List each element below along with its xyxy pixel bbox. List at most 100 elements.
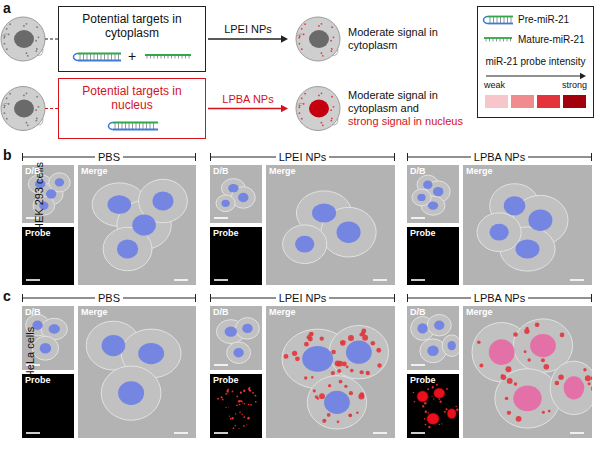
micrograph-panel: Merge: [78, 306, 196, 438]
nucleus-signal: [427, 414, 438, 424]
cell-nucleus: [309, 30, 329, 48]
bracket-tick: [394, 294, 395, 302]
nucleus-signal: [417, 391, 427, 401]
cell-dot: [6, 118, 8, 120]
probe-dot: [560, 333, 565, 338]
probe-ground: [22, 227, 74, 285]
nucleus: [228, 184, 238, 192]
dashed-leader: [45, 108, 58, 109]
base-pair: [80, 54, 81, 60]
nucleus: [324, 391, 350, 414]
probe-dot: [414, 401, 416, 403]
base-pair: [146, 123, 147, 129]
probe-dot: [424, 418, 425, 419]
cell-dot: [304, 23, 306, 25]
dashed-leader: [45, 39, 58, 40]
scale-bar: [570, 432, 584, 434]
strand: [78, 53, 121, 55]
cell-dot: [331, 96, 333, 98]
probe-dot: [337, 421, 340, 424]
probe-dot: [236, 404, 238, 406]
micrograph: [78, 306, 196, 438]
scale-bar: [373, 432, 387, 434]
bracket-tick: [407, 153, 408, 161]
probe-dot: [220, 396, 222, 398]
nucleus: [40, 343, 51, 353]
probe-dot: [307, 335, 311, 339]
probe-dot: [524, 350, 527, 353]
cell-dot: [301, 28, 303, 30]
cell-dot: [23, 25, 25, 27]
cell-dot: [26, 23, 28, 25]
probe-dot: [254, 395, 256, 397]
probe-dot: [591, 386, 592, 392]
cell-dot: [303, 33, 305, 35]
probe-dot: [358, 394, 364, 400]
probe-ground: [407, 374, 459, 438]
cell-outline: [329, 325, 388, 378]
process-arrow: [208, 108, 282, 109]
nucleus: [417, 323, 427, 333]
probe-dot: [229, 415, 230, 416]
probe-dot: [311, 376, 313, 378]
bracket-tick: [210, 153, 211, 161]
cell-dot: [6, 97, 8, 99]
nucleus: [35, 180, 45, 188]
probe-dot: [425, 411, 427, 413]
base-pair: [143, 123, 144, 129]
cell-dot: [36, 117, 38, 119]
nucleus-signal: [434, 389, 444, 398]
probe-dot: [247, 417, 249, 419]
micrograph: [78, 165, 196, 285]
base-pair: [125, 123, 126, 129]
cell-outline: [427, 314, 451, 336]
base-pair: [136, 123, 137, 129]
cell-outline: [227, 342, 251, 364]
strand: [484, 37, 512, 39]
cell-dot: [26, 122, 28, 124]
micrograph-panel: Merge: [266, 306, 395, 438]
bracket-tick: [22, 153, 23, 161]
probe-dot: [230, 418, 231, 419]
dic-ground: [22, 165, 74, 223]
probe-dot: [350, 369, 354, 373]
probe-dot: [441, 423, 442, 424]
micrograph-panel: D/B: [210, 165, 262, 223]
probe-dot: [585, 375, 591, 381]
cell-outline: [32, 336, 58, 360]
cell-dot: [26, 52, 28, 54]
cell-outline: [495, 369, 560, 428]
probe-dot: [246, 424, 247, 425]
probe-dot: [243, 389, 245, 391]
cell-dot: [299, 105, 301, 107]
result-note: Moderate signal in cytoplasm and: [348, 89, 472, 115]
probe-dot: [516, 416, 522, 422]
cell-dot: [322, 124, 324, 126]
cell-nucleus: [14, 30, 34, 48]
probe-dot: [242, 402, 243, 403]
nucleus: [490, 224, 509, 241]
micrograph: [463, 165, 592, 285]
nucleus: [117, 240, 138, 259]
probe-dot: [331, 350, 335, 354]
cell-body: [1, 17, 45, 61]
micrograph-panel: Merge: [266, 165, 395, 285]
probe-dot: [558, 374, 563, 379]
panel-tag: Merge: [269, 166, 296, 177]
base-pair: [500, 17, 501, 23]
probe-dot: [340, 340, 346, 346]
cell-dot: [8, 33, 10, 35]
base-pair: [83, 54, 84, 60]
probe-ground: [407, 227, 459, 285]
cell-dot: [35, 109, 37, 111]
probe-dot: [222, 399, 224, 401]
cell-dot: [321, 92, 323, 94]
cell-dot: [330, 120, 332, 122]
cell-outline: [477, 213, 521, 252]
base-pair: [118, 123, 119, 129]
scale-bar: [174, 279, 188, 281]
cell-dot: [36, 96, 38, 98]
probe-dot: [328, 384, 331, 387]
panel-tag: Probe: [213, 375, 239, 386]
panel-tag: Probe: [410, 228, 436, 239]
